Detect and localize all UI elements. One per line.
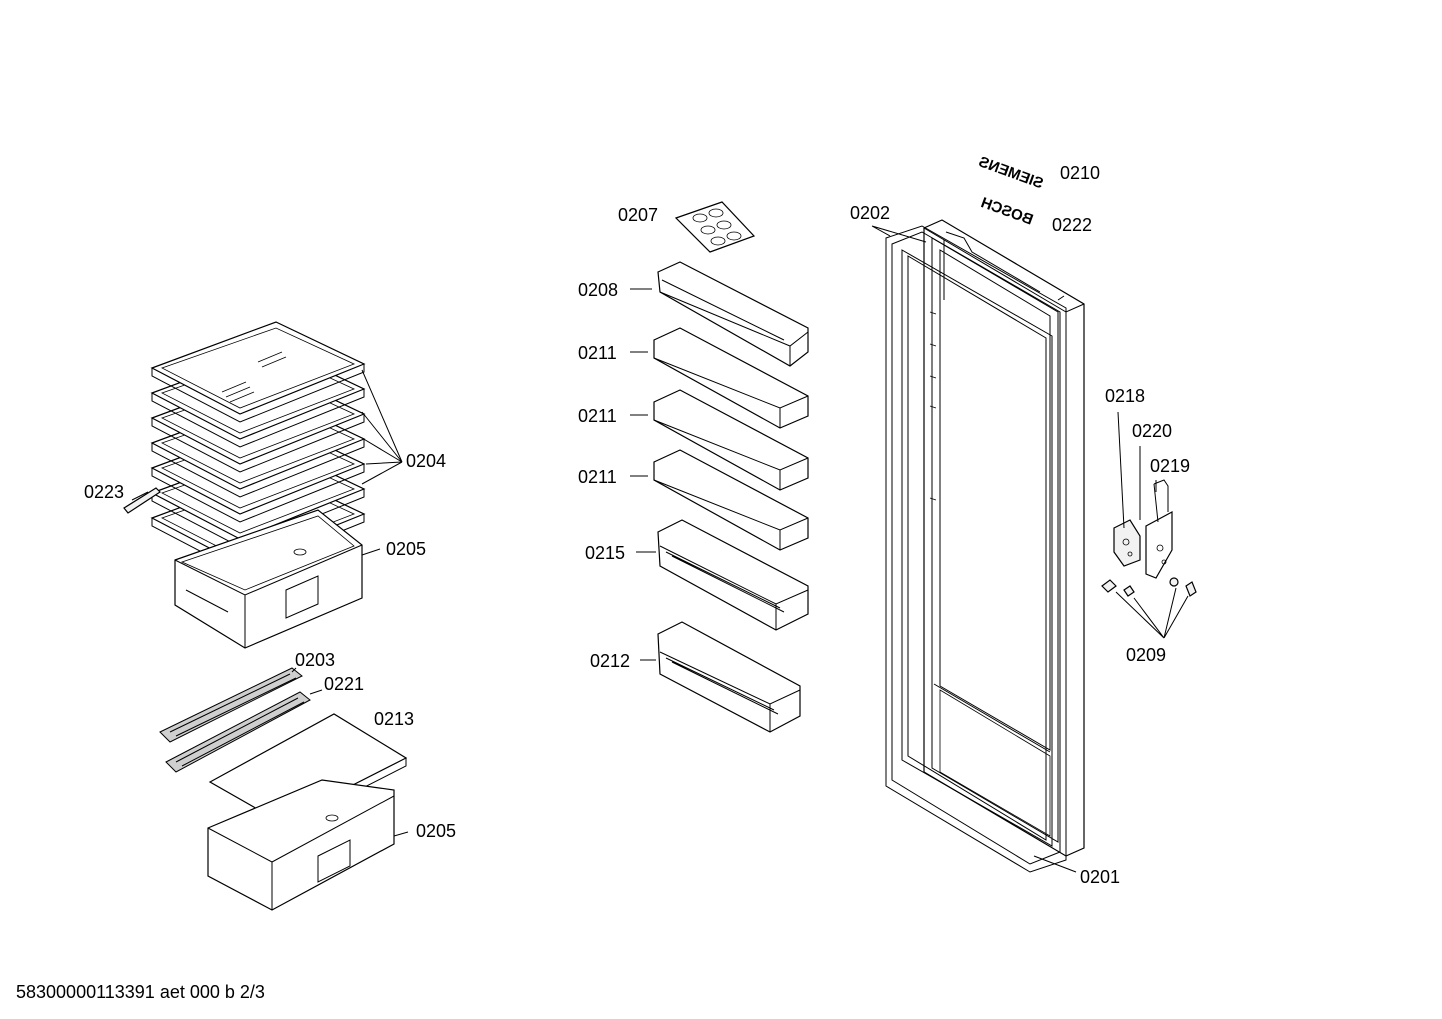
door-shelf-0208 [657, 261, 809, 367]
hinge-screws-0209 [1101, 577, 1197, 597]
door-panel [923, 219, 1085, 857]
egg-rack-strip [159, 667, 303, 743]
label-0211-top: 0211 [578, 343, 617, 363]
label-0223: 0223 [84, 482, 124, 502]
brand-badge-siemens: SIEMENS [976, 153, 1045, 192]
door-shelf-0211-middle [653, 389, 809, 491]
label-0222: 0222 [1052, 215, 1092, 235]
label-0221: 0221 [324, 674, 364, 694]
label-0213: 0213 [374, 709, 414, 729]
glass-shelf-top [150, 321, 366, 423]
door-gasket [885, 225, 1067, 873]
bottle-rack-strip [165, 691, 311, 773]
door-shelf-0215 [657, 519, 809, 631]
leader-lines [131, 225, 1189, 873]
label-0209: 0209 [1126, 645, 1166, 665]
door-shelf-0212 [657, 621, 801, 733]
crisper-drawer-lower [207, 779, 395, 911]
label-0219: 0219 [1150, 456, 1190, 476]
label-0208: 0208 [578, 280, 618, 300]
glass-shelf-stack [150, 321, 366, 573]
label-0220: 0220 [1132, 421, 1172, 441]
label-0204: 0204 [406, 451, 446, 471]
egg-tray [674, 201, 756, 253]
crisper-drawer-upper [174, 509, 363, 649]
label-0211-bottom: 0211 [578, 467, 617, 487]
siemens-logo-text: SIEMENS [976, 153, 1045, 192]
drawing-reference-footer: 58300000113391 aet 000 b 2/3 [16, 982, 265, 1002]
hinge-plate-0219 [1145, 479, 1173, 579]
part-labels: 0210 0222 0207 0202 0208 0211 0211 0211 … [84, 163, 1190, 887]
shelf-rail [123, 487, 161, 514]
label-0201: 0201 [1080, 867, 1120, 887]
label-0205-lower: 0205 [416, 821, 456, 841]
door-shelf-0211-top [653, 327, 809, 429]
label-0205-upper: 0205 [386, 539, 426, 559]
label-0218: 0218 [1105, 386, 1145, 406]
brand-badge-bosch: BOSCH [979, 194, 1036, 229]
label-0203: 0203 [295, 650, 335, 670]
bosch-logo-text: BOSCH [979, 194, 1036, 229]
door-shelf-0211-bottom [653, 449, 809, 551]
hinge-bracket-0218 [1113, 519, 1141, 567]
label-0207: 0207 [618, 205, 658, 225]
label-0211-middle: 0211 [578, 406, 617, 426]
label-0212: 0212 [590, 651, 630, 671]
label-0202: 0202 [850, 203, 890, 223]
label-0210: 0210 [1060, 163, 1100, 183]
label-0215: 0215 [585, 543, 625, 563]
